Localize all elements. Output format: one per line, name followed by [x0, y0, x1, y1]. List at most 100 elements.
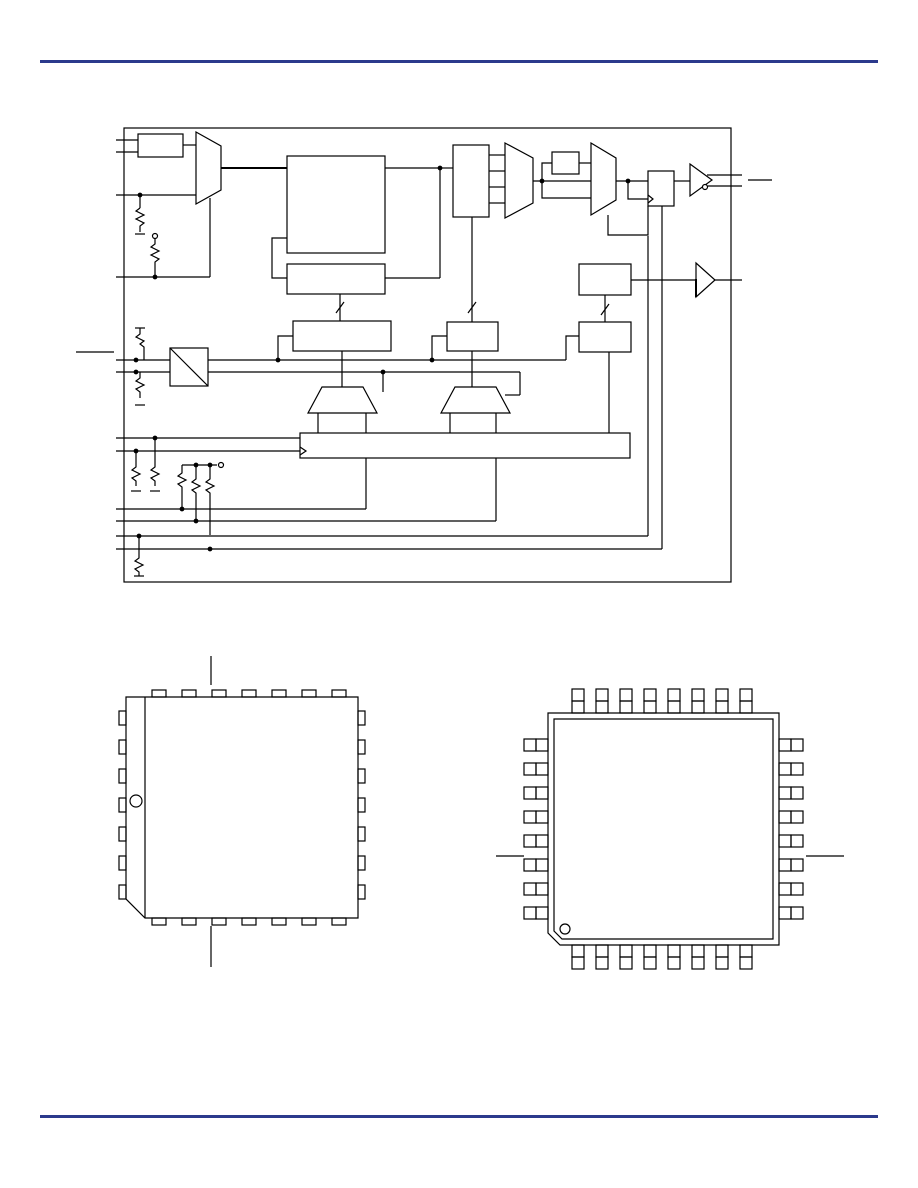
tqfp-pin — [739, 944, 753, 958]
tqfp-pin — [571, 956, 585, 970]
tqfp-pin — [691, 688, 705, 702]
plcc-pin — [211, 917, 227, 926]
vdd-node — [151, 232, 159, 240]
tqfp-pin — [619, 688, 633, 702]
plcc-package — [118, 656, 366, 967]
tqfp-pin1-marker — [559, 923, 571, 935]
tqfp-pin — [778, 834, 792, 848]
plcc-pin — [118, 710, 127, 726]
tqfp-body-outer — [547, 712, 780, 946]
tqfp-pin — [523, 834, 537, 848]
tqfp-pin — [667, 956, 681, 970]
aux-divider-block — [578, 263, 632, 296]
tqfp-pin — [790, 786, 804, 800]
tqfp-pin — [667, 688, 681, 702]
plcc-body — [125, 696, 359, 919]
plcc-pin — [357, 768, 366, 784]
tqfp-pin — [535, 810, 549, 824]
tqfp-pin — [691, 944, 705, 958]
plcc-pin — [151, 689, 167, 698]
input-mux — [195, 130, 222, 206]
tqfp-pin — [571, 700, 585, 714]
plcc-pin — [357, 797, 366, 813]
lower-mux-2 — [439, 386, 512, 414]
block-diagram — [76, 127, 772, 583]
tqfp-pin — [595, 944, 609, 958]
tqfp-pin — [535, 858, 549, 872]
tqfp-pin — [790, 882, 804, 896]
plcc-pin — [181, 689, 197, 698]
tqfp-pin — [619, 944, 633, 958]
input-buffer-block — [137, 133, 184, 158]
tqfp-pin — [619, 956, 633, 970]
tqfp-pin — [571, 688, 585, 702]
tqfp-pin — [790, 834, 804, 848]
tqfp-pin — [535, 762, 549, 776]
tqfp-pin — [535, 834, 549, 848]
tqfp-pin — [778, 738, 792, 752]
plcc-pin — [357, 855, 366, 871]
tqfp-pin — [595, 700, 609, 714]
tqfp-pin — [691, 700, 705, 714]
feedback-block — [286, 263, 386, 295]
plcc-pin — [357, 826, 366, 842]
tqfp-pin — [523, 738, 537, 752]
plcc-pin — [331, 689, 347, 698]
plcc-pin — [241, 917, 257, 926]
plcc-pin — [331, 917, 347, 926]
delay-block — [551, 151, 580, 175]
tqfp-pin — [790, 906, 804, 920]
plcc-pin — [357, 710, 366, 726]
pulldown-resistor — [149, 239, 161, 277]
header-rule — [40, 60, 878, 63]
output-select-mux — [504, 141, 534, 220]
tqfp-pin — [619, 700, 633, 714]
tqfp-body-inner — [553, 718, 774, 940]
plcc-pin — [118, 797, 127, 813]
tqfp-pin — [535, 738, 549, 752]
plcc-pin — [118, 855, 127, 871]
plcc-pin — [118, 768, 127, 784]
tqfp-pin — [790, 858, 804, 872]
plcc-pin — [301, 689, 317, 698]
tqfp-pin — [523, 762, 537, 776]
footer-rule — [40, 1115, 878, 1118]
tqfp-pin — [535, 906, 549, 920]
register-block-2 — [446, 321, 499, 352]
plcc-pin — [211, 689, 227, 698]
plcc-pin — [301, 917, 317, 926]
tqfp-pin — [715, 944, 729, 958]
plcc-pin — [118, 884, 127, 900]
tqfp-pin — [778, 762, 792, 776]
tqfp-pin — [595, 688, 609, 702]
plcc-pin — [357, 884, 366, 900]
divider-block — [452, 144, 490, 218]
plcc-pin1-marker — [129, 794, 143, 808]
tqfp-pin — [523, 906, 537, 920]
tqfp-pin — [643, 944, 657, 958]
tqfp-pin — [715, 688, 729, 702]
plcc-pin — [181, 917, 197, 926]
lower-mux-1 — [306, 386, 379, 414]
tqfp-pin — [778, 882, 792, 896]
tqfp-pin — [667, 700, 681, 714]
shift-register — [299, 432, 631, 459]
tqfp-pin — [535, 786, 549, 800]
tqfp-pin — [571, 944, 585, 958]
diagram-border — [123, 127, 732, 583]
plcc-pin — [151, 917, 167, 926]
plcc-pin — [241, 689, 257, 698]
tqfp-package — [496, 688, 844, 970]
diff-output-buffer — [689, 162, 714, 198]
tqfp-pin — [739, 956, 753, 970]
core-block — [286, 155, 386, 254]
tqfp-pin — [790, 810, 804, 824]
tqfp-pin — [790, 762, 804, 776]
register-block-1 — [292, 320, 392, 352]
tqfp-pin — [595, 956, 609, 970]
tqfp-pin — [643, 700, 657, 714]
plcc-pin — [118, 739, 127, 755]
plcc-pin — [271, 689, 287, 698]
tqfp-pin — [715, 700, 729, 714]
